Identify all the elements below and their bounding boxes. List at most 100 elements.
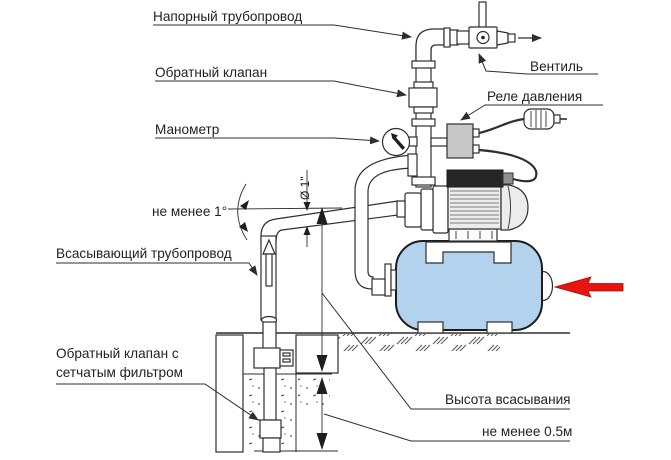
tank-flange-outer [384,263,392,297]
gauge-needle-icon [391,133,405,150]
discharge-line [407,28,445,188]
power-cable-and-plug [478,108,567,183]
motor-fins [450,190,499,224]
well-right-wall [295,334,339,374]
cable-gland [502,172,514,185]
leaders [56,24,603,442]
motor-body [447,185,502,230]
red-pointer-arrow-icon [553,276,624,298]
valve-hub [476,30,490,45]
label-suction-height: Высота всасывания [445,392,571,407]
plug-cable [478,117,525,135]
coupling-bolt-top [282,352,291,357]
label-pipe-diameter: Ø 1" [298,176,312,200]
label-min-slope: не менее 1° [152,204,227,219]
motor-cable [478,148,538,183]
depth-arrow-bottom [316,433,328,450]
leader-suction-height [321,292,570,410]
leader-suction-pipe [56,262,258,276]
tank-top-bracket [425,241,512,264]
tank-foot-right [486,321,513,334]
dia-arrow-down [303,202,311,211]
soil-hatch [338,334,500,351]
motor-terminal-box [446,169,504,188]
tee-flange [407,153,418,177]
label-check-valve: Обратный клапан [155,65,267,80]
tank-connection-hose [354,154,414,296]
label-min-depth: не менее 0.5м [482,424,572,439]
well-left-wall [215,334,244,453]
pump-outlet-collar [411,176,436,186]
valve-outlet-cone [496,30,509,46]
outlet-valve [443,1,542,49]
coupling-bolt-bottom [282,358,291,363]
plug-ridges [530,110,547,128]
angle-arrow-bottom [239,222,248,232]
leader-pressure-switch [460,104,603,121]
switch-stub [430,137,448,147]
pipe-collar-upper [411,60,436,69]
suction-elbow-incline [260,200,399,243]
labels: Напорный трубопровод Обратный клапан Ман… [56,9,583,439]
tank-flange-inner [390,269,397,291]
suction-pipe-in-well [263,367,277,421]
check-valve-nut-top [413,81,434,89]
gauge-stub [408,136,418,147]
height-arrow-bottom [316,355,328,372]
flow-up-arrow-shaft [265,253,273,287]
leader-min-depth [323,413,570,442]
depth-arrow-top [316,377,328,394]
height-arrow-top [316,207,328,224]
leader-check-valve [155,80,407,98]
motor-fan-cover [500,184,529,231]
check-valve-nut-bottom [413,106,434,114]
switch-port-top [472,128,480,138]
pressure-switch [430,123,480,159]
foot-check-valve [259,419,282,439]
pump-head-step-3 [432,185,449,234]
suction-pipe-below-ground [262,321,277,351]
pump-inlet-nipple [396,200,406,218]
label-suction-pipe: Всасывающий трубопровод [56,246,232,261]
label-pressure-gauge: Манометр [155,122,219,137]
pressure-gauge [381,127,418,157]
plug-pin-base [553,114,561,124]
angle-arrow-top [240,200,249,210]
hydroaccumulator-tank [384,240,554,334]
valve-outlet-tip [507,33,516,43]
pump-head-step-1 [404,192,422,228]
check-valve-body [408,87,438,108]
label-pressure-switch: Реле давления [487,89,582,104]
valve-hub-center [481,35,485,40]
slope-reference-line [227,207,343,210]
coupling-flange [279,349,294,367]
suction-line [253,200,399,453]
fan-cover-contour [507,185,511,230]
pipe-coupling [253,347,281,369]
label-discharge-pipe: Напорный трубопровод [153,9,302,24]
tank-body [395,240,543,331]
strainer-filter [262,437,281,453]
leader-foot-valve [56,383,259,421]
pump-head-step-2 [420,188,434,231]
valve-coupling [456,30,470,45]
leader-discharge-pipe [153,24,412,40]
label-foot-valve-line1: Обратный клапан с [56,346,179,361]
valve-flange-1 [443,27,451,48]
leader-valve [478,53,598,75]
label-foot-valve-line2: сетчатым фильтром [56,365,183,380]
dia-arrow-up [303,226,311,235]
switch-body [446,123,474,159]
angle-arc [237,183,248,241]
label-outlet-valve: Вентиль [530,59,583,74]
valve-stem [478,1,487,29]
tank-foot-left [417,321,444,334]
pipe-collar-lower [411,118,436,127]
pump-unit [396,169,529,242]
leader-gauge [155,136,380,145]
dimensions [227,170,343,450]
hose-fitting [371,278,386,296]
discharge-elbow [415,28,445,63]
